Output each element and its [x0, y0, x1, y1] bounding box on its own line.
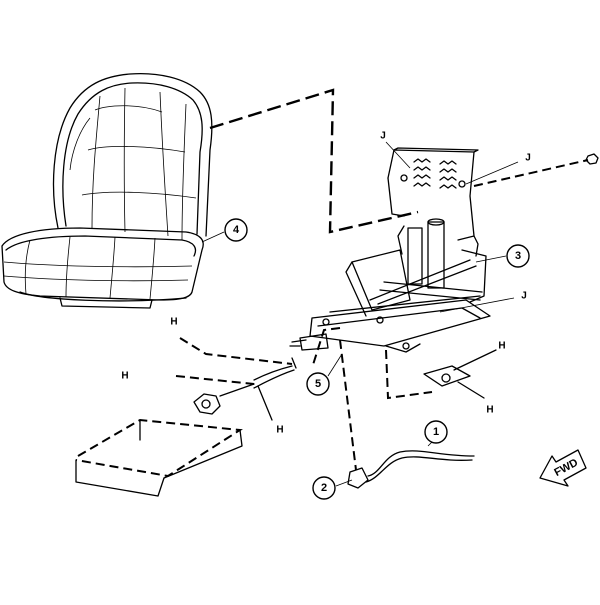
- fwd-arrow-text: FWD: [552, 457, 580, 479]
- leader-j2: [465, 161, 519, 185]
- leader-4: [201, 231, 225, 243]
- leader-frame-to-nut: [473, 159, 589, 187]
- leader-frame-to-bracket: [385, 349, 433, 400]
- seat-assembly: [1, 72, 213, 309]
- label-h-lower-wire: H: [276, 425, 283, 436]
- leader-2: [335, 479, 353, 487]
- label-h-bracket-top: H: [498, 341, 505, 352]
- label-j-top-left: J: [380, 131, 386, 142]
- label-j-rail: J: [521, 291, 527, 302]
- leader-3: [475, 255, 507, 263]
- callout-2: 2: [312, 476, 336, 500]
- leader-j3: [439, 297, 515, 313]
- callout-5-text: 5: [315, 378, 321, 390]
- leader-frame-to-tray: [311, 327, 341, 369]
- callout-4-text: 4: [233, 224, 240, 236]
- seat-frame: [289, 147, 491, 353]
- wire-harness: [175, 337, 297, 421]
- callout-2-text: 2: [321, 482, 327, 494]
- label-h-connector: H: [121, 371, 128, 382]
- nut: [585, 153, 599, 165]
- callout-3: 3: [506, 244, 530, 268]
- leader-frame-to-switch: [339, 339, 357, 471]
- callout-5: 5: [306, 372, 330, 396]
- callout-4: 4: [224, 218, 248, 242]
- label-h-bracket-bottom: H: [486, 405, 493, 416]
- callout-1-text: 1: [433, 426, 439, 438]
- tray: [75, 418, 243, 497]
- label-j-top-right: J: [525, 153, 531, 164]
- label-h-upper-wire: H: [170, 317, 177, 328]
- callout-1: 1: [424, 420, 448, 444]
- leader-j1: [385, 141, 411, 169]
- leader-5: [327, 353, 343, 377]
- leader-backrest-to-frame: [209, 88, 419, 234]
- switch-cable: [347, 450, 475, 489]
- fwd-arrow: FWD: [539, 449, 587, 487]
- callout-3-text: 3: [515, 250, 521, 262]
- bracket: [423, 349, 497, 399]
